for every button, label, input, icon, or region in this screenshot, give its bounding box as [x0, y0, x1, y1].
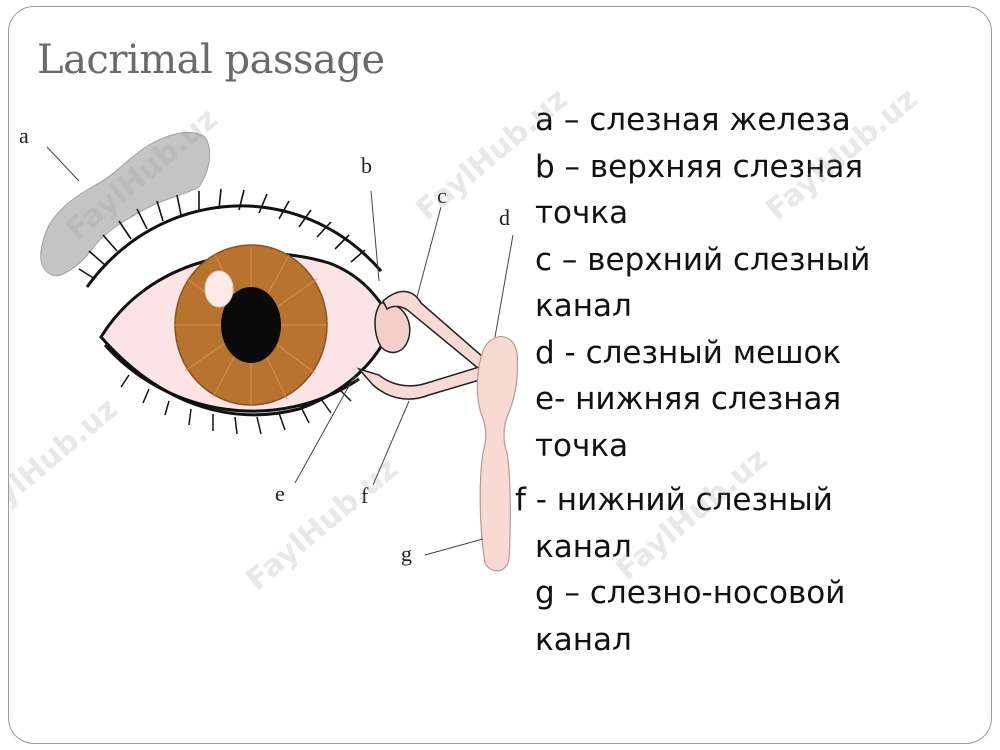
legend-line: f - нижний слезный	[515, 482, 833, 518]
label-a: a	[19, 123, 29, 148]
lower-eyelid	[103, 344, 360, 413]
leader-e	[294, 374, 356, 484]
leader-b	[370, 190, 380, 282]
lacrimal-sac-and-duct	[476, 336, 519, 572]
caruncle	[374, 302, 411, 354]
legend-line: c – верхний слезный	[535, 241, 871, 278]
legend-line: b – верхняя слезная	[535, 148, 863, 185]
legend-line: точка	[535, 195, 629, 231]
eye-highlight	[204, 270, 234, 308]
label-e: e	[275, 481, 285, 506]
legend-line: a – слезная железа	[535, 102, 851, 138]
lower-eyelashes	[120, 374, 352, 435]
lacrimal-gland	[40, 132, 211, 277]
legend-line: g – слезно-носовой	[535, 575, 846, 611]
legend-line: канал	[535, 621, 632, 658]
legend-line: d - слезный мешок	[535, 334, 842, 371]
legend-line: точка	[535, 427, 629, 464]
legend-line: канал	[535, 288, 632, 324]
leader-c	[416, 206, 442, 298]
label-d: d	[499, 205, 510, 230]
legend-line: e- нижняя слезная	[535, 381, 842, 417]
label-f: f	[361, 483, 369, 508]
label-g: g	[401, 541, 412, 566]
leader-g	[424, 538, 484, 556]
leader-d	[494, 234, 514, 338]
leader-f	[372, 400, 410, 486]
label-b: b	[361, 153, 372, 178]
slide: Lacrimal passage	[8, 6, 992, 744]
upper-eyelashes	[78, 188, 383, 288]
leader-a	[46, 146, 80, 182]
legend: a – слезная железа b – верхняя слезная т…	[515, 97, 985, 663]
slide-title: Lacrimal passage	[37, 37, 385, 83]
lacrimal-diagram: a b c d e f g	[19, 123, 519, 572]
label-c: c	[437, 183, 447, 208]
pupil	[221, 287, 281, 363]
legend-line: канал	[535, 528, 632, 565]
lower-canaliculus	[356, 366, 484, 400]
